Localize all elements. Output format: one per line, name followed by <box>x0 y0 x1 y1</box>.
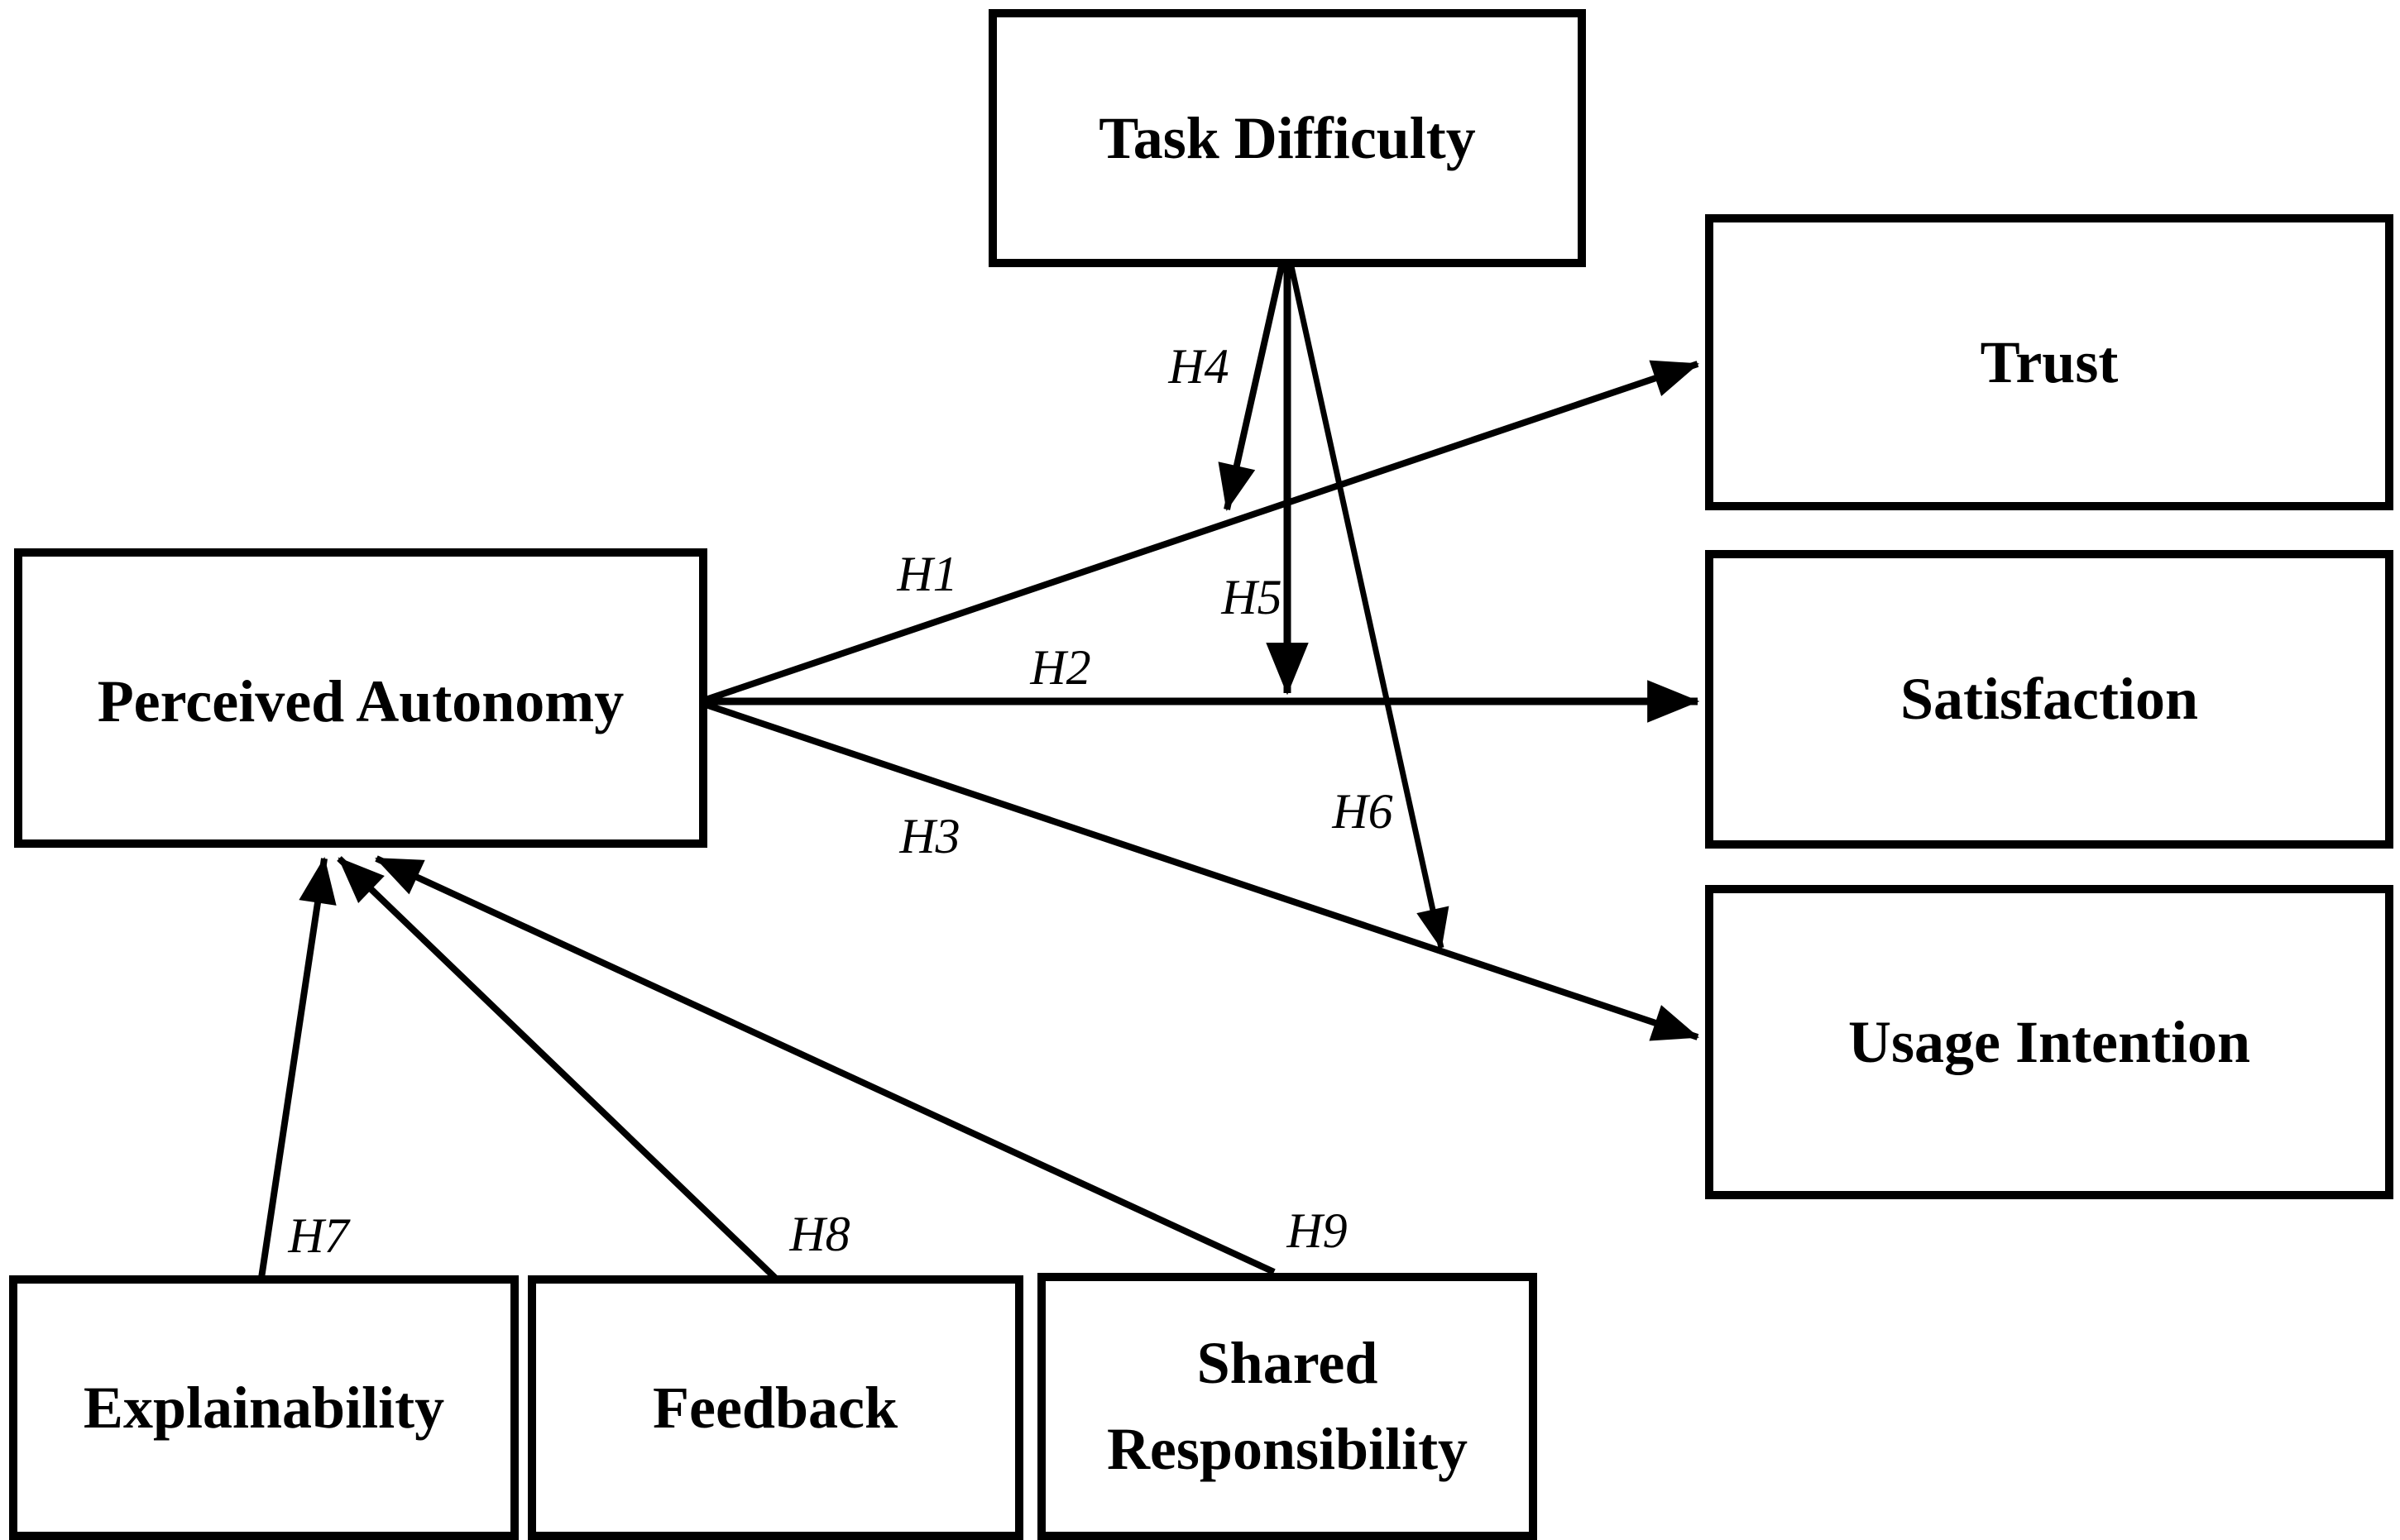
node-perceived-autonomy: Perceived Autonomy <box>14 548 707 848</box>
h4-arrow <box>1218 265 1285 512</box>
task-difficulty-box <box>989 9 1586 267</box>
h1-arrow <box>704 360 1699 703</box>
edge-h4: H4 <box>1167 265 1285 512</box>
edge-h9: H9 <box>375 855 1348 1275</box>
h7-arrow <box>258 856 337 1279</box>
h6-arrow <box>1288 265 1449 949</box>
h6-label: H6 <box>1331 784 1392 839</box>
explainability-box <box>9 1275 519 1540</box>
h1-label: H1 <box>896 547 957 601</box>
edge-h1: H1 <box>704 360 1699 703</box>
usage-intention-label: Usage Intention <box>1848 1009 2250 1075</box>
node-shared-responsibility: Shared Responsibility <box>1037 1273 1537 1540</box>
shared-responsibility-box <box>1037 1273 1537 1540</box>
trust-label: Trust <box>1981 329 2119 395</box>
shared-responsibility-label-line1: Shared <box>1197 1330 1378 1396</box>
h3-label: H3 <box>898 809 960 863</box>
h3-arrow <box>704 701 1699 1041</box>
feedback-box <box>528 1275 1023 1540</box>
h9-arrow <box>375 855 1276 1275</box>
edge-h7: H7 <box>258 856 352 1279</box>
explainability-label: Explainability <box>84 1375 444 1441</box>
node-feedback: Feedback <box>528 1275 1023 1540</box>
h7-label: H7 <box>287 1208 351 1263</box>
edge-h6: H6 <box>1288 265 1449 949</box>
edge-h8: H8 <box>337 856 850 1280</box>
perceived-autonomy-label: Perceived Autonomy <box>98 668 625 734</box>
h5-label: H5 <box>1220 570 1281 624</box>
node-explainability: Explainability <box>9 1275 519 1540</box>
edge-h3: H3 <box>704 701 1699 1041</box>
task-difficulty-label: Task Difficulty <box>1099 105 1475 171</box>
node-satisfaction: Satisfaction <box>1705 550 2393 849</box>
edge-h5: H5 <box>1220 266 1309 696</box>
h8-arrow <box>337 856 778 1280</box>
perceived-autonomy-box <box>14 548 707 848</box>
edge-h2: H2 <box>706 640 1700 723</box>
node-trust: Trust <box>1705 214 2393 510</box>
h9-label: H9 <box>1286 1203 1347 1258</box>
trust-box <box>1705 214 2393 510</box>
h4-label: H4 <box>1167 339 1229 394</box>
usage-intention-box <box>1705 885 2393 1199</box>
feedback-label: Feedback <box>653 1375 898 1441</box>
node-usage-intention: Usage Intention <box>1705 885 2393 1199</box>
h8-label: H8 <box>788 1207 850 1261</box>
satisfaction-box <box>1705 550 2393 849</box>
satisfaction-label: Satisfaction <box>1900 666 2198 732</box>
h2-label: H2 <box>1029 640 1090 695</box>
shared-responsibility-label-line2: Responsibility <box>1107 1416 1468 1482</box>
node-task-difficulty: Task Difficulty <box>989 9 1586 267</box>
